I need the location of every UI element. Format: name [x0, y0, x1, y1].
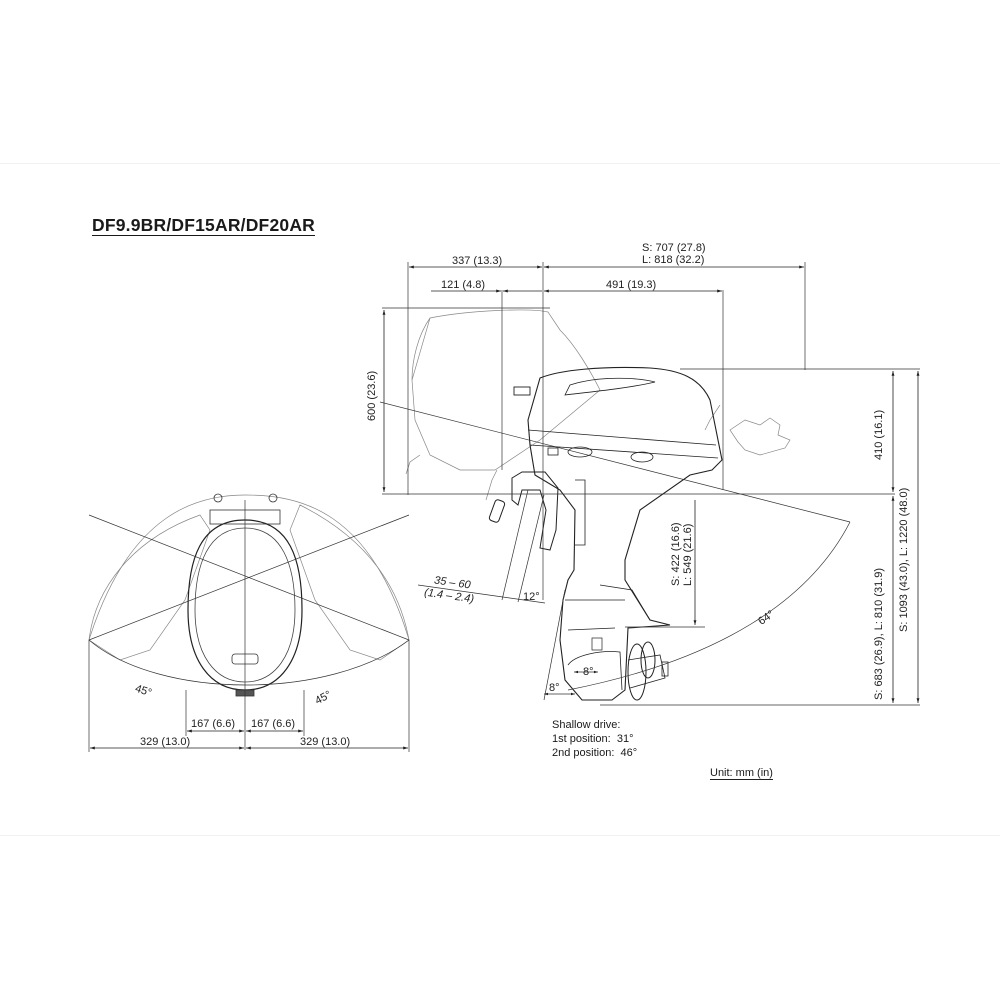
dim-rear-total-l: L: 818 (32.2)	[642, 254, 705, 266]
dim-overall-height: S: 1093 (43.0), L: 1220 (48.0)	[898, 487, 910, 632]
dim-front-total: 337 (13.3)	[452, 255, 503, 267]
shallow-drive-heading: Shallow drive:	[552, 719, 621, 731]
top-view	[88, 493, 410, 752]
dim-powerhead-height: 410 (16.1)	[873, 409, 885, 460]
dim-clamp-bottom: S: 683 (26.9), L: 810 (31.9)	[873, 567, 885, 700]
tilted-motor-ghost	[405, 309, 791, 501]
first-position-label: 1st position:	[552, 733, 611, 745]
model-title: DF9.9BR/DF15AR/DF20AR	[92, 215, 315, 236]
angle-trim-1: 8°	[549, 682, 560, 694]
side-view	[379, 262, 920, 706]
dim-half-width-right: 167 (6.6)	[251, 718, 296, 730]
outboard-motor-side	[488, 366, 723, 701]
diagram-panel	[0, 163, 1000, 836]
angle-transom: 12°	[523, 591, 540, 603]
dim-clamp-offset: 121 (4.8)	[441, 279, 486, 291]
dim-swing-right: 329 (13.0)	[300, 736, 351, 748]
shallow-drive-note: Shallow drive: 1st position: 31° 2nd pos…	[552, 718, 637, 760]
second-position-value: 46°	[620, 747, 638, 759]
shallow-drive-first: 1st position: 31°	[552, 732, 637, 746]
dim-tilt-height: 600 (23.6)	[366, 370, 378, 421]
dim-transom-plate-s: S: 422 (16.6)	[670, 522, 682, 586]
dim-rear-tiller: 491 (19.3)	[606, 279, 657, 291]
angle-trim-2: 8°	[583, 666, 594, 678]
unit-note: Unit: mm (in)	[710, 767, 773, 780]
dim-half-width-left: 167 (6.6)	[191, 718, 236, 730]
shallow-drive-second: 2nd position: 46°	[552, 746, 637, 760]
first-position-value: 31°	[616, 733, 634, 745]
second-position-label: 2nd position:	[552, 747, 615, 759]
dim-swing-left: 329 (13.0)	[140, 736, 191, 748]
dim-transom-plate-l: L: 549 (21.6)	[682, 523, 694, 586]
dim-rear-total-s: S: 707 (27.8)	[642, 242, 706, 254]
